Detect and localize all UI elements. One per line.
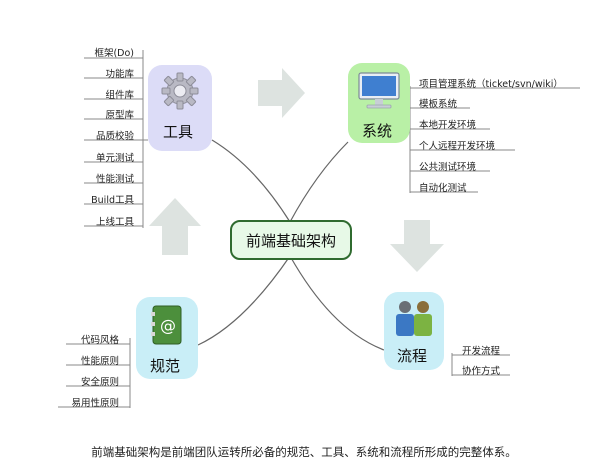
process-label: 流程 bbox=[397, 347, 428, 365]
system-leaf-2[interactable]: 本地开发环境 bbox=[419, 120, 477, 131]
standards-node[interactable]: @ 规范 bbox=[136, 297, 198, 379]
connector-standards bbox=[197, 255, 291, 346]
process-node[interactable]: 流程 bbox=[384, 292, 444, 370]
monitor-icon bbox=[358, 72, 400, 109]
gear-icon bbox=[161, 72, 199, 110]
tools-leaf-3[interactable]: 原型库 bbox=[105, 110, 134, 121]
standards-leaf-ticks bbox=[58, 343, 130, 408]
system-leaf-3[interactable]: 个人远程开发环境 bbox=[419, 141, 496, 152]
system-node[interactable]: 系统 bbox=[348, 63, 410, 143]
process-leaf-1[interactable]: 协作方式 bbox=[462, 366, 501, 377]
tools-leaf-4[interactable]: 品质校验 bbox=[95, 131, 134, 142]
tools-leaf-6[interactable]: 性能测试 bbox=[95, 174, 134, 185]
connector-system bbox=[289, 141, 349, 223]
people-icon bbox=[396, 301, 432, 336]
tools-node[interactable]: 工具 bbox=[148, 65, 212, 151]
system-leaf-ticks bbox=[410, 87, 580, 193]
tools-leaf-0[interactable]: 框架(Do) bbox=[94, 48, 134, 59]
process-leaf-ticks bbox=[452, 354, 510, 376]
arrow-right-top bbox=[258, 68, 305, 118]
arrow-up-left bbox=[149, 198, 201, 255]
tools-label: 工具 bbox=[163, 123, 194, 141]
tools-leaf-2[interactable]: 组件库 bbox=[105, 90, 134, 101]
connector-process bbox=[289, 255, 385, 351]
system-leaf-1[interactable]: 模板系统 bbox=[419, 99, 458, 110]
svg-text:@: @ bbox=[160, 316, 176, 335]
system-leaf-0[interactable]: 项目管理系统（ticket/svn/wiki） bbox=[419, 79, 563, 90]
tools-leaf-1[interactable]: 功能库 bbox=[105, 69, 134, 80]
tools-leaf-7[interactable]: Build工具 bbox=[91, 195, 134, 206]
center-label: 前端基础架构 bbox=[245, 231, 336, 250]
standards-leaf-0[interactable]: 代码风格 bbox=[80, 335, 119, 346]
standards-leaf-1[interactable]: 性能原则 bbox=[80, 356, 119, 367]
connector-tools bbox=[211, 139, 291, 223]
standards-label: 规范 bbox=[150, 357, 181, 375]
standards-leaf-2[interactable]: 安全原则 bbox=[80, 377, 119, 388]
tools-leaf-8[interactable]: 上线工具 bbox=[95, 217, 134, 228]
tools-leaf-ticks bbox=[84, 57, 143, 227]
system-leaf-4[interactable]: 公共测试环境 bbox=[419, 162, 477, 173]
system-leaf-5[interactable]: 自动化测试 bbox=[419, 183, 467, 194]
system-label: 系统 bbox=[362, 122, 393, 140]
process-leaf-0[interactable]: 开发流程 bbox=[462, 346, 501, 357]
standards-leaf-3[interactable]: 易用性原则 bbox=[71, 398, 119, 409]
diagram-caption: 前端基础架构是前端团队运转所必备的规范、工具、系统和流程所形成的完整体系。 bbox=[91, 445, 517, 459]
address-book-icon: @ bbox=[151, 305, 182, 345]
center-node[interactable]: 前端基础架构 bbox=[230, 220, 352, 260]
arrow-down-right bbox=[390, 220, 444, 272]
tools-leaf-5[interactable]: 单元测试 bbox=[95, 153, 134, 164]
